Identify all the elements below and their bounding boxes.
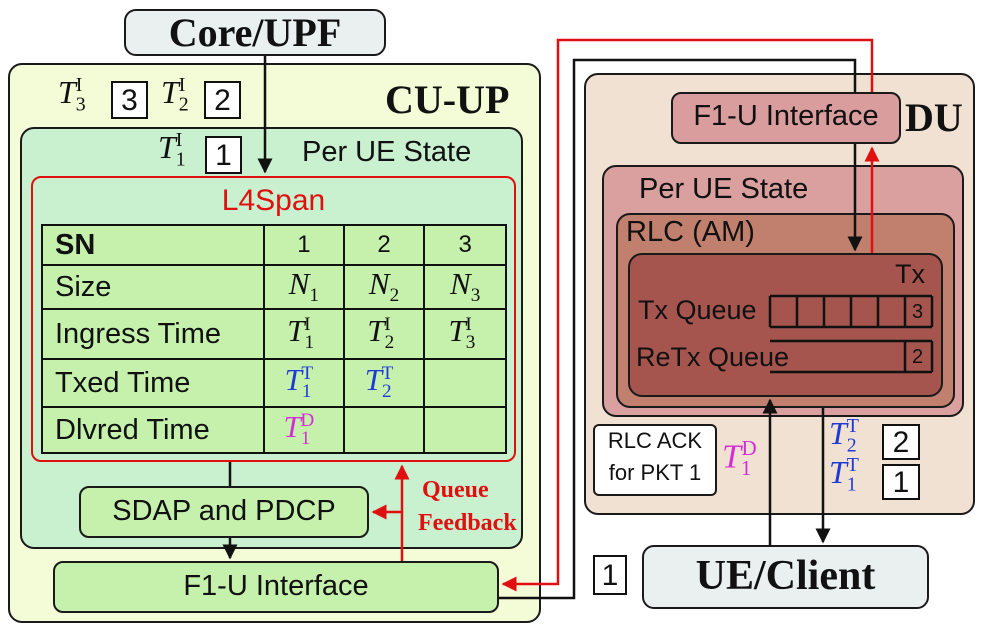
ue-packet-badge: 1 xyxy=(593,555,627,595)
queue-feedback-line1: Queue xyxy=(422,477,489,503)
txed-cell-3 xyxy=(423,358,507,408)
sdap-pdcp-box xyxy=(79,486,369,538)
sn-col-1: 1 xyxy=(263,224,345,266)
du-per-ue-state-label: Per UE State xyxy=(639,173,809,205)
du-t2-badge: 2 xyxy=(882,424,920,460)
cu-t2-ingress: T2I xyxy=(161,74,189,116)
cu-up-title: CU-UP xyxy=(385,77,510,122)
cu-f1u-interface-box xyxy=(53,561,499,613)
rlc-ack-line2: for PKT 1 xyxy=(608,460,702,485)
tx-queue-slots xyxy=(768,294,934,329)
du-t2-txed-time: T2T xyxy=(829,415,859,457)
sn-col-3: 3 xyxy=(423,224,507,266)
du-t1-badge: 1 xyxy=(882,464,920,500)
size-cell-1: N1 xyxy=(263,264,345,310)
sn-col-2: 2 xyxy=(342,224,426,266)
sn-header: SN xyxy=(40,224,266,266)
rlc-am-label: RLC (AM) xyxy=(626,216,755,248)
dlvred-cell-1: T1D xyxy=(263,406,345,454)
cu-f1u-interface-label: F1-U Interface xyxy=(183,570,369,602)
cu-t3-badge: 3 xyxy=(111,81,148,119)
du-t1-txed-time: T1T xyxy=(829,454,859,496)
du-f1u-interface-box xyxy=(671,92,901,144)
cu-t1-badge: 1 xyxy=(205,136,242,174)
ingress-row-label: Ingress Time xyxy=(40,308,266,360)
dlvred-row-label: Dlvred Time xyxy=(40,406,266,454)
retx-queue-label: ReTx Queue xyxy=(636,342,790,372)
cu-per-ue-state-label: Per UE State xyxy=(302,136,472,168)
ue-client-box xyxy=(642,545,929,609)
ingress-cell-1: T1I xyxy=(263,308,345,360)
du-to-cu-feedback-path xyxy=(501,38,874,592)
cu-to-du-data-path xyxy=(499,58,857,600)
tx-queue-label: Tx Queue xyxy=(638,295,757,325)
l4span-title: L4Span xyxy=(221,184,326,217)
rlc-ack-box xyxy=(593,424,717,496)
du-title: DU xyxy=(905,95,963,140)
rlc-ack-line1: RLC ACK xyxy=(607,428,703,453)
size-row-label: Size xyxy=(40,264,266,310)
du-f1u-interface-label: F1-U Interface xyxy=(693,100,879,132)
size-cell-2: N2 xyxy=(342,264,426,310)
txed-row-label: Txed Time xyxy=(40,358,266,408)
ingress-cell-2: T2I xyxy=(342,308,426,360)
ue-client-label: UE/Client xyxy=(695,553,876,599)
du-ack-delivered-time: T1D xyxy=(722,436,757,481)
tx-label: Tx xyxy=(895,259,925,289)
cu-t3-ingress: T3I xyxy=(58,74,86,116)
ingress-cell-3: T3I xyxy=(423,308,507,360)
retx-queue-count: 2 xyxy=(912,346,924,368)
txed-cell-2: T2T xyxy=(342,358,426,408)
core-upf-label: Core/UPF xyxy=(168,10,342,55)
dlvred-cell-2 xyxy=(342,406,426,454)
retx-queue-slots xyxy=(770,339,934,374)
cu-t1-ingress: T1I xyxy=(158,129,186,171)
cu-t2-badge: 2 xyxy=(204,81,241,119)
core-upf-box xyxy=(124,9,386,56)
l4span-table: SN 1 2 3 Size N1 N2 N3 Ingress Time T1I … xyxy=(40,224,507,454)
dlvred-cell-3 xyxy=(423,406,507,454)
tx-queue-count: 3 xyxy=(912,301,924,323)
queue-feedback-line2: Feedback xyxy=(418,510,517,536)
size-cell-3: N3 xyxy=(423,264,507,310)
txed-cell-1: T1T xyxy=(263,358,345,408)
sdap-pdcp-label: SDAP and PDCP xyxy=(112,495,336,527)
